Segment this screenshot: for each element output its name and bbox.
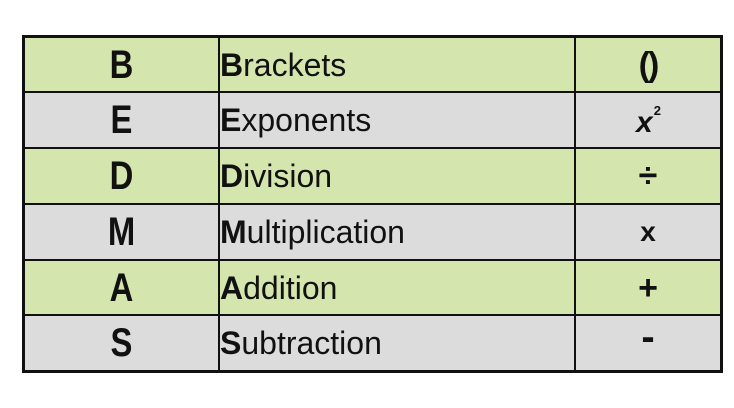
operation-label-multiplication: Multiplication	[220, 213, 405, 250]
symbol-cell-brackets: ()	[574, 35, 723, 94]
operation-label-brackets: Brackets	[220, 46, 347, 83]
operation-cell-division: Division	[218, 147, 576, 205]
operation-rest: ultiplication	[246, 213, 405, 250]
table-row: S Subtraction -	[22, 314, 723, 373]
letter-cell-s: S	[22, 314, 220, 373]
division-symbol: ÷	[638, 156, 658, 195]
letter-glyph-e: E	[110, 98, 133, 143]
letter-glyph-m: M	[107, 209, 136, 254]
table-row: A Addition +	[22, 258, 723, 317]
operation-cell-brackets: Brackets	[218, 35, 576, 94]
operation-cell-addition: Addition	[218, 258, 576, 317]
symbol-cell-subtraction: -	[574, 314, 723, 373]
operation-initial: E	[220, 102, 242, 139]
letter-glyph-s: S	[110, 321, 133, 366]
bedmas-table: B Brackets () E Exponents x2	[22, 35, 723, 373]
letter-glyph-d: D	[109, 153, 134, 198]
operation-initial: D	[220, 157, 244, 194]
table-row: B Brackets ()	[22, 35, 723, 94]
operation-label-addition: Addition	[220, 269, 338, 306]
subtraction-symbol: -	[641, 315, 655, 360]
table-row: M Multiplication x	[22, 202, 723, 261]
operation-initial: S	[220, 325, 242, 362]
operation-label-subtraction: Subtraction	[220, 325, 382, 362]
letter-cell-m: M	[22, 202, 220, 261]
parentheses-symbol: ()	[638, 45, 660, 84]
exponent-symbol: x2	[636, 100, 661, 140]
operation-rest: ubtraction	[241, 325, 382, 362]
symbol-cell-multiplication: x	[574, 202, 723, 261]
multiplication-symbol: x	[640, 215, 656, 247]
table-body: B Brackets () E Exponents x2	[22, 35, 723, 373]
letter-cell-e: E	[22, 91, 220, 150]
symbol-cell-exponents: x2	[574, 91, 723, 150]
operation-cell-multiplication: Multiplication	[218, 202, 576, 261]
exponent-superscript: 2	[653, 103, 661, 119]
operation-cell-subtraction: Subtraction	[218, 314, 576, 373]
operation-rest: rackets	[243, 46, 347, 83]
symbol-cell-division: ÷	[574, 147, 723, 205]
exponent-base: x	[636, 106, 653, 140]
operation-label-division: Division	[220, 157, 333, 194]
letter-glyph-b: B	[109, 42, 134, 87]
addition-symbol: +	[638, 268, 658, 307]
letter-cell-a: A	[22, 258, 220, 317]
operation-initial: B	[220, 46, 244, 83]
operation-label-exponents: Exponents	[220, 102, 372, 139]
symbol-cell-addition: +	[574, 258, 723, 317]
operation-rest: ddition	[243, 269, 338, 306]
operation-rest: xponents	[241, 102, 372, 139]
operation-rest: ivision	[243, 157, 333, 194]
letter-cell-d: D	[22, 147, 220, 205]
table-row: D Division ÷	[22, 147, 723, 205]
letter-glyph-a: A	[109, 265, 134, 310]
letter-cell-b: B	[22, 35, 220, 94]
operation-initial: A	[220, 269, 244, 306]
operation-cell-exponents: Exponents	[218, 91, 576, 150]
table-row: E Exponents x2	[22, 91, 723, 150]
operation-initial: M	[220, 213, 247, 250]
